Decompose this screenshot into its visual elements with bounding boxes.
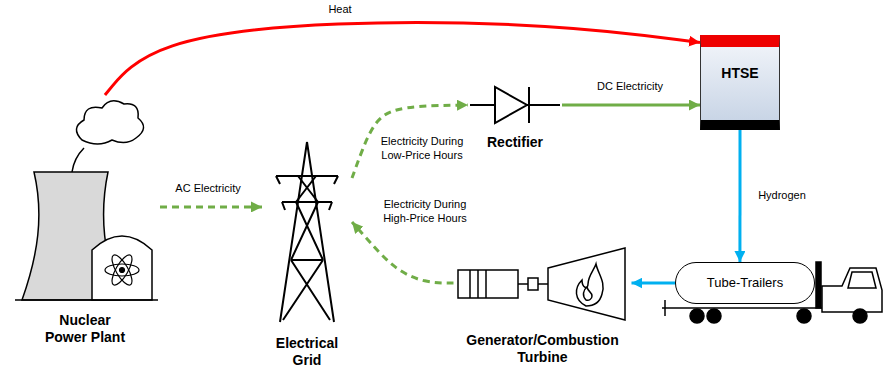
ground-line — [15, 299, 158, 301]
grid-node: Electrical Grid — [262, 140, 352, 375]
node-label: Rectifier — [471, 134, 559, 151]
node-label: Nuclear Power Plant — [37, 312, 133, 346]
power-plant-node: Nuclear Power Plant — [10, 95, 160, 350]
flow-connector — [562, 104, 700, 107]
node-label: Generator/Combustion Turbine — [457, 332, 629, 366]
flame-symbol — [576, 264, 603, 306]
flow-label: DC Electricity — [580, 80, 680, 94]
htse-box: HTSE — [700, 35, 780, 130]
generator-turbine-icon — [458, 248, 625, 320]
tube-trailer-tank: Tube-Trailers — [675, 262, 815, 304]
node-label: Tube-Trailers — [678, 275, 812, 291]
flow-connector — [352, 105, 468, 178]
flow-label: AC Electricity — [163, 182, 253, 196]
truck-cab — [822, 268, 882, 312]
turbine-body — [548, 248, 625, 320]
steam-wisp — [72, 148, 84, 172]
flow-connector — [738, 130, 741, 262]
tube-trailer-truck — [662, 262, 882, 323]
flow-connector — [352, 222, 454, 283]
flow-label: Electricity During High-Price Hours — [375, 198, 475, 226]
cab-window — [848, 272, 876, 288]
transmission-tower — [276, 142, 338, 322]
generator-turbine-node: Generator/Combustion Turbine — [454, 240, 632, 370]
generator-box — [458, 270, 518, 298]
flow-label: Electricity During Low-Price Hours — [372, 135, 472, 163]
node-label: HTSE — [705, 65, 775, 82]
node-label: Electrical Grid — [265, 335, 349, 369]
reactor-dome — [92, 236, 152, 300]
exhaust-stack — [816, 262, 821, 308]
flow-connector — [632, 282, 676, 285]
steam-cloud — [76, 101, 143, 144]
diode-symbol — [470, 87, 560, 123]
flow-label: Heat — [310, 3, 370, 17]
rectifier-node: Rectifier — [468, 75, 562, 155]
nuclear-plant-icon — [15, 101, 158, 300]
flow-label: Hydrogen — [747, 189, 817, 203]
flow-connector — [160, 205, 262, 208]
flow-connector — [105, 23, 700, 95]
atom-symbol — [105, 252, 139, 287]
